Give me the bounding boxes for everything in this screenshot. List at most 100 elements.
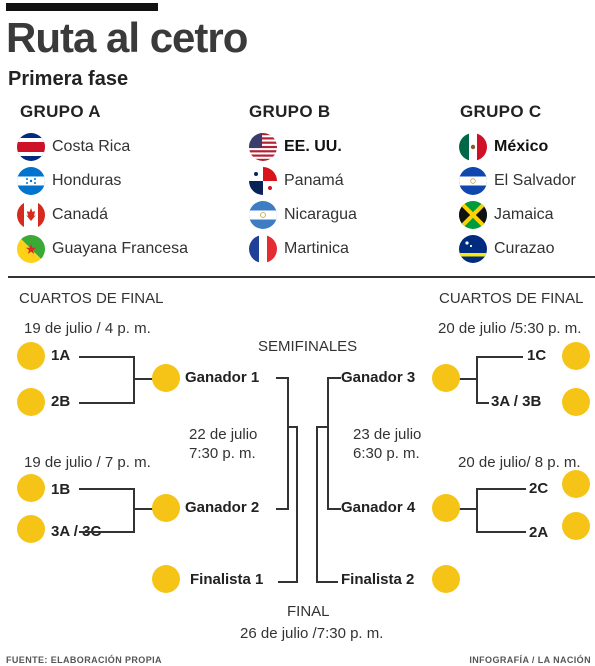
bracket-line: [327, 377, 329, 510]
bracket-line: [476, 531, 526, 533]
qf2-date: 19 de julio / 7 p. m.: [24, 454, 151, 471]
bracket-line: [79, 402, 134, 404]
winner-slot-dot: [432, 364, 460, 392]
slot-1b: 1B: [51, 481, 71, 498]
finalist-slot-dot: [432, 565, 460, 593]
credit-note: INFOGRAFÍA / LA NACIÓN: [469, 655, 591, 665]
bracket-line: [327, 377, 341, 379]
team-french-guiana: Guayana Francesa: [17, 234, 188, 264]
finalist-slot-dot: [152, 565, 180, 593]
team-name: Costa Rica: [52, 138, 131, 155]
jamaica-flag-icon: [459, 201, 487, 229]
team-el-salvador: El Salvador: [459, 166, 576, 196]
team-slot-dot: [17, 474, 45, 502]
team-name: Canadá: [52, 206, 109, 223]
winner-slot-dot: [152, 494, 180, 522]
header-bar: [6, 3, 158, 11]
panama-flag-icon: [249, 167, 277, 195]
nicaragua-flag-icon: [249, 201, 277, 229]
team-slot-dot: [562, 512, 590, 540]
bracket-line: [79, 488, 134, 490]
bracket-line: [459, 378, 478, 380]
group-a-list: Costa Rica Honduras Canadá Guayana Franc…: [17, 132, 188, 264]
team-mexico: México: [459, 132, 576, 162]
mexico-flag-icon: [459, 133, 487, 161]
finalist-1-label: Finalista 1: [190, 571, 264, 588]
bracket-line: [133, 378, 153, 380]
team-slot-dot: [17, 342, 45, 370]
bracket-line: [79, 531, 134, 533]
team-nicaragua: Nicaragua: [249, 200, 357, 230]
slot-1c: 1C: [527, 347, 547, 364]
french-guiana-flag-icon: [17, 235, 45, 263]
bracket-line: [316, 426, 328, 428]
bracket-line: [476, 356, 523, 358]
team-slot-dot: [562, 342, 590, 370]
team-canada: Canadá: [17, 200, 188, 230]
bracket-line: [276, 377, 288, 379]
team-name: Curazao: [494, 240, 555, 257]
bracket-line: [316, 426, 318, 583]
bracket-line: [133, 508, 153, 510]
bracket-line: [278, 581, 298, 583]
canada-flag-icon: [17, 201, 45, 229]
honduras-flag-icon: [17, 167, 45, 195]
team-name: EE. UU.: [284, 138, 342, 155]
slot-2b: 2B: [51, 393, 71, 410]
usa-flag-icon: [249, 133, 277, 161]
semi-right-date-1: 23 de julio: [353, 426, 422, 443]
team-name: Nicaragua: [284, 206, 357, 223]
team-name: Guayana Francesa: [52, 240, 189, 257]
winner-1-label: Ganador 1: [185, 369, 260, 386]
curacao-flag-icon: [459, 235, 487, 263]
bracket-line: [476, 488, 526, 490]
martinique-flag-icon: [249, 235, 277, 263]
group-a-title: GRUPO A: [20, 102, 101, 121]
slot-2a: 2A: [529, 524, 549, 541]
qf4-date: 20 de julio/ 8 p. m.: [458, 454, 581, 471]
team-costa-rica: Costa Rica: [17, 132, 188, 162]
page-title: Ruta al cetro: [6, 14, 248, 61]
bracket-line: [276, 508, 288, 510]
bracket-line: [79, 356, 134, 358]
team-name: México: [494, 138, 549, 155]
group-b-list: EE. UU. Panamá Nicaragua Martinica: [249, 132, 357, 264]
bracket-line: [459, 508, 478, 510]
final-label: FINAL: [287, 603, 330, 620]
team-name: Panamá: [284, 172, 344, 189]
winner-slot-dot: [432, 494, 460, 522]
team-name: El Salvador: [494, 172, 576, 189]
team-martinique: Martinica: [249, 234, 357, 264]
winner-slot-dot: [152, 364, 180, 392]
team-usa: EE. UU.: [249, 132, 357, 162]
team-curacao: Curazao: [459, 234, 576, 264]
winner-3-label: Ganador 3: [341, 369, 416, 386]
team-name: Martinica: [284, 240, 349, 257]
final-date: 26 de julio /7:30 p. m.: [240, 625, 384, 642]
finalist-2-label: Finalista 2: [341, 571, 415, 588]
costa-rica-flag-icon: [17, 133, 45, 161]
bracket-line: [133, 488, 135, 533]
semi-left-date-2: 7:30 p. m.: [189, 445, 256, 462]
team-slot-dot: [17, 388, 45, 416]
team-slot-dot: [17, 515, 45, 543]
bracket-line: [133, 356, 135, 404]
el-salvador-flag-icon: [459, 167, 487, 195]
semifinals-label: SEMIFINALES: [258, 338, 358, 355]
bracket-line: [327, 508, 341, 510]
slot-3a-3c: 3A / 3C: [51, 523, 102, 540]
quarters-label-right: CUARTOS DE FINAL: [439, 290, 584, 307]
qf1-date: 19 de julio / 4 p. m.: [24, 320, 151, 337]
bracket-line: [476, 488, 478, 533]
bracket-line: [316, 581, 338, 583]
team-jamaica: Jamaica: [459, 200, 576, 230]
bracket-line: [296, 426, 298, 583]
qf3-date: 20 de julio /5:30 p. m.: [438, 320, 582, 337]
bracket-line: [476, 402, 489, 404]
team-slot-dot: [562, 388, 590, 416]
bracket-line: [476, 356, 478, 404]
semi-right-date-2: 6:30 p. m.: [353, 445, 420, 462]
slot-1a: 1A: [51, 347, 71, 364]
semi-left-date-1: 22 de julio: [189, 426, 258, 443]
group-c-list: México El Salvador Jamaica Curazao: [459, 132, 576, 264]
